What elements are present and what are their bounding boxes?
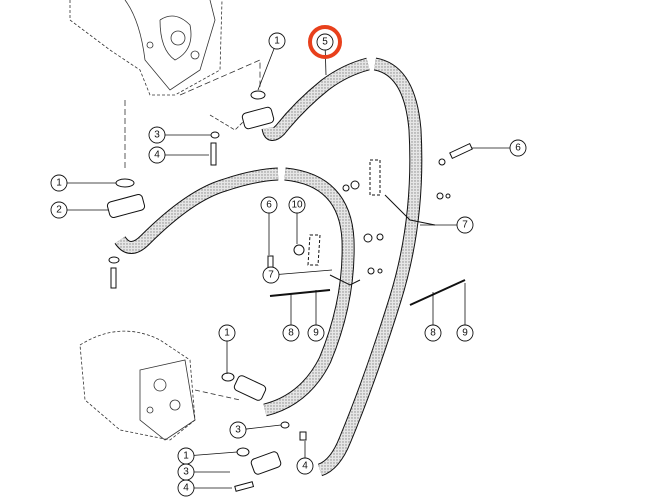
callout-4[interactable]: 4 [296, 441, 314, 475]
callout-label: 7 [462, 220, 468, 231]
callout-group: 1 5 3 4 1 2 6 6 10 7 7 8 9 8 9 1 3 4 1 3 4 [50, 25, 527, 497]
callout-circle [316, 33, 334, 51]
upper-pump-housing [69, 0, 261, 170]
callout-circle [177, 479, 195, 497]
callout-9[interactable]: 9 [456, 283, 474, 342]
callout-circle [50, 174, 68, 192]
callout-7[interactable]: 7 [420, 216, 474, 234]
hose-upper [261, 57, 423, 477]
callout-label: 2 [56, 205, 62, 216]
callout-circle [296, 457, 314, 475]
callout-circle [288, 196, 306, 214]
callout-circle [282, 324, 300, 342]
leader-line [193, 451, 238, 456]
callout-10[interactable]: 10 [288, 196, 306, 244]
callout-circle [424, 324, 442, 342]
callout-circle [229, 421, 247, 439]
callout-1[interactable]: 1 [177, 447, 238, 465]
callout-label: 1 [183, 451, 189, 462]
callout-circle [50, 201, 68, 219]
highlight-ring [308, 25, 342, 59]
callout-circle [509, 139, 527, 157]
callout-3[interactable]: 3 [177, 463, 230, 481]
callout-label: 3 [154, 130, 160, 141]
callout-label: 4 [183, 483, 189, 494]
leader-line [257, 48, 275, 91]
callout-circle [262, 266, 280, 284]
callout-3[interactable]: 3 [148, 126, 211, 144]
callout-1[interactable]: 1 [257, 32, 286, 91]
callout-6[interactable]: 6 [260, 196, 278, 255]
callout-label: 3 [183, 467, 189, 478]
callout-circle [218, 324, 236, 342]
callout-5[interactable]: 5 [308, 25, 342, 76]
callout-1[interactable]: 1 [218, 324, 236, 374]
callout-circle [148, 146, 166, 164]
callout-circle [268, 32, 286, 50]
callout-4[interactable]: 4 [148, 146, 209, 164]
callout-circle [148, 126, 166, 144]
callout-label: 8 [288, 328, 294, 339]
callout-label: 6 [515, 143, 521, 154]
leader-line [245, 424, 282, 430]
callout-label: 7 [268, 270, 274, 281]
callout-4[interactable]: 4 [177, 479, 232, 497]
callout-circle [307, 324, 325, 342]
callout-2[interactable]: 2 [50, 201, 108, 219]
callout-8[interactable]: 8 [282, 294, 300, 342]
callout-label: 1 [274, 36, 280, 47]
callout-label: 1 [56, 178, 62, 189]
callout-label: 6 [266, 200, 272, 211]
callout-circle [260, 196, 278, 214]
callout-label: 4 [302, 461, 308, 472]
callout-circle [456, 324, 474, 342]
callout-label: 3 [235, 425, 241, 436]
callout-label: 9 [462, 328, 468, 339]
callout-circle [456, 216, 474, 234]
callout-label: 9 [313, 328, 319, 339]
callout-6[interactable]: 6 [472, 139, 527, 157]
hose-lower [114, 167, 355, 417]
callout-9[interactable]: 9 [307, 290, 325, 342]
callout-1[interactable]: 1 [50, 174, 116, 192]
callout-label: 1 [224, 328, 230, 339]
callout-label: 8 [430, 328, 436, 339]
fittings [106, 90, 473, 492]
callout-label: 4 [154, 150, 160, 161]
leader-line [278, 269, 333, 275]
callout-3[interactable]: 3 [229, 421, 282, 439]
callout-7[interactable]: 7 [262, 266, 333, 284]
callout-8[interactable]: 8 [424, 292, 442, 342]
lower-pump-housing [79, 330, 241, 441]
callout-label: 10 [291, 200, 303, 211]
callout-label: 5 [322, 37, 328, 48]
leader-line [324, 49, 327, 76]
